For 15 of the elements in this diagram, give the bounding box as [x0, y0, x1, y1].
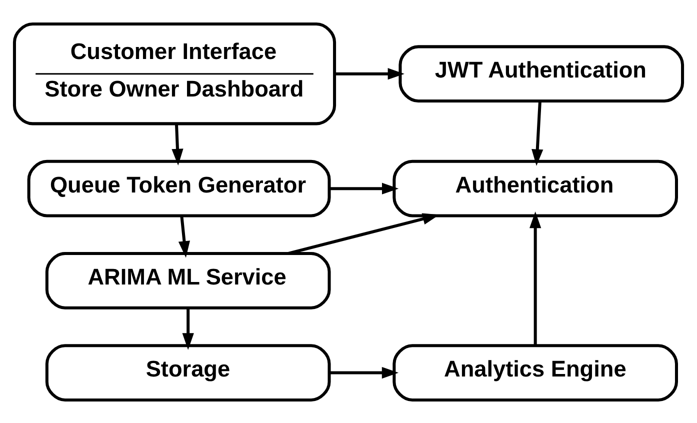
node-box: Storage — [45, 344, 331, 401]
arrow — [530, 210, 542, 345]
node-box: ARIMA ML Service — [45, 252, 331, 309]
arrow — [334, 68, 404, 80]
node-box: Queue Token Generator — [27, 159, 331, 217]
arrow — [178, 215, 190, 258]
arrow — [330, 366, 399, 378]
node-box: Analytics Engine — [392, 344, 678, 401]
arrow — [172, 123, 184, 166]
node-box: Authentication — [392, 159, 678, 217]
node-box: Customer Interface Store Owner Dashboard — [12, 22, 336, 125]
arrow — [532, 100, 544, 166]
arrow — [182, 307, 194, 350]
arrow — [330, 182, 399, 194]
node-box: JWT Authentication — [398, 44, 684, 102]
